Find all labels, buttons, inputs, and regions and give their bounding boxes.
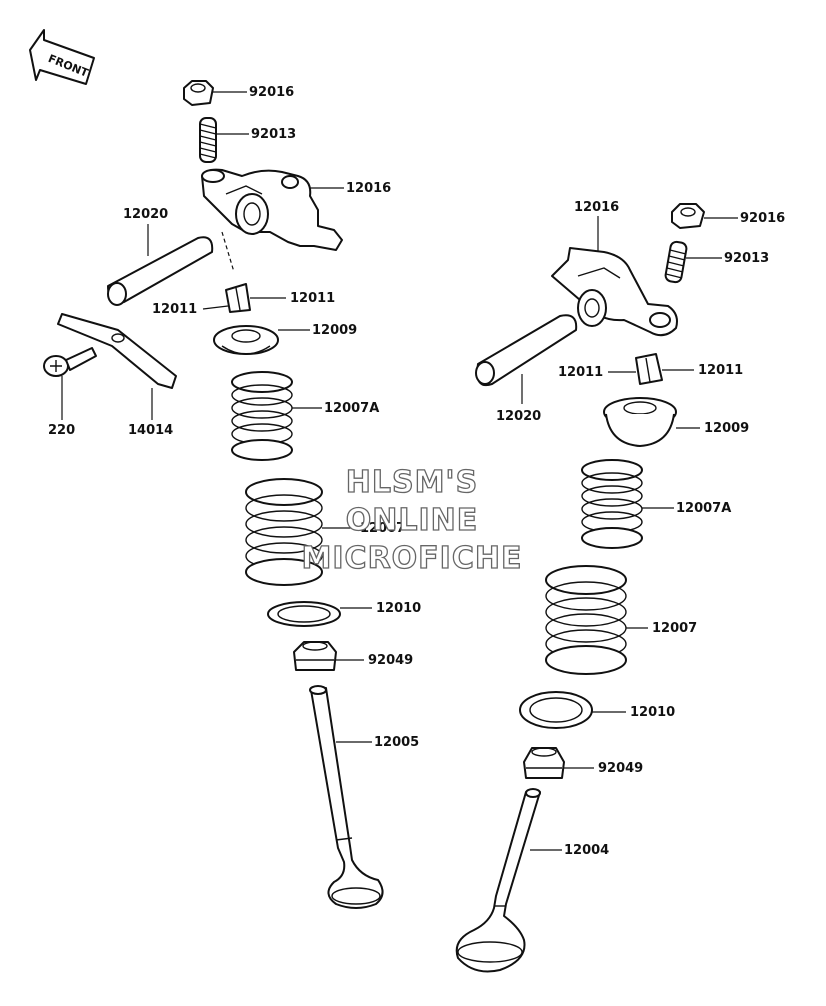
label-12020-right: 12020	[496, 409, 541, 424]
outer-spring-right	[545, 565, 627, 675]
front-arrow-icon: FRONT	[29, 29, 95, 85]
watermark: HLSM'S ONLINE MICROFICHE	[301, 464, 523, 576]
intake-valve-12004	[455, 788, 541, 973]
bolt-220	[43, 347, 97, 377]
label-12011-left-a: 12011	[290, 291, 335, 306]
label-12010-right: 12010	[630, 705, 675, 720]
label-92049-right: 92049	[598, 761, 643, 776]
label-12004: 12004	[564, 843, 609, 858]
adjust-screw-left	[199, 117, 217, 163]
rocker-shaft-right	[475, 314, 578, 386]
valve-seal-left	[293, 641, 337, 671]
valve-keeper-right	[635, 353, 663, 385]
adjust-screw-right	[664, 240, 688, 284]
label-12007A-right: 12007A	[676, 501, 731, 516]
label-12005: 12005	[374, 735, 419, 750]
spring-seat-right	[519, 691, 593, 729]
rocker-shaft-left	[107, 236, 214, 306]
label-12020-left: 12020	[123, 207, 168, 222]
valve-seal-right	[523, 747, 565, 779]
label-12011-left-b: 12011	[152, 302, 197, 317]
spring-seat-left	[267, 601, 341, 627]
spring-retainer-right	[603, 397, 677, 447]
label-12016-left: 12016	[346, 181, 391, 196]
label-12016-right: 12016	[574, 200, 619, 215]
spring-retainer-left	[213, 325, 279, 355]
valve-keeper-left	[225, 283, 251, 313]
label-92013-left: 92013	[251, 127, 296, 142]
label-92016-right: 92016	[740, 211, 785, 226]
bracket-plate-left	[57, 313, 177, 389]
label-14014: 14014	[128, 423, 173, 438]
nut-left	[183, 80, 214, 106]
watermark-line-1: HLSM'S	[346, 465, 478, 500]
rocker-arm-left	[201, 168, 343, 251]
label-12007-left: 12007	[360, 521, 405, 536]
label-12010-left: 12010	[376, 601, 421, 616]
nut-right	[671, 203, 705, 229]
label-12007-right: 12007	[652, 621, 697, 636]
watermark-line-3: MICROFICHE	[302, 541, 523, 576]
label-220: 220	[48, 423, 75, 438]
watermark-line-2: ONLINE	[346, 503, 479, 538]
label-12011-right-b: 12011	[558, 365, 603, 380]
inner-spring-left	[231, 371, 293, 461]
label-12009-right: 12009	[704, 421, 749, 436]
label-12011-right-a: 12011	[698, 363, 743, 378]
label-92013-right: 92013	[724, 251, 769, 266]
label-12009-left: 12009	[312, 323, 357, 338]
rocker-arm-right	[551, 247, 678, 337]
label-92016-left: 92016	[249, 85, 294, 100]
label-12007A-left: 12007A	[324, 401, 379, 416]
exhaust-valve-12005	[309, 685, 384, 909]
inner-spring-right	[581, 459, 643, 549]
outer-spring-left	[245, 478, 323, 586]
label-92049-left: 92049	[368, 653, 413, 668]
